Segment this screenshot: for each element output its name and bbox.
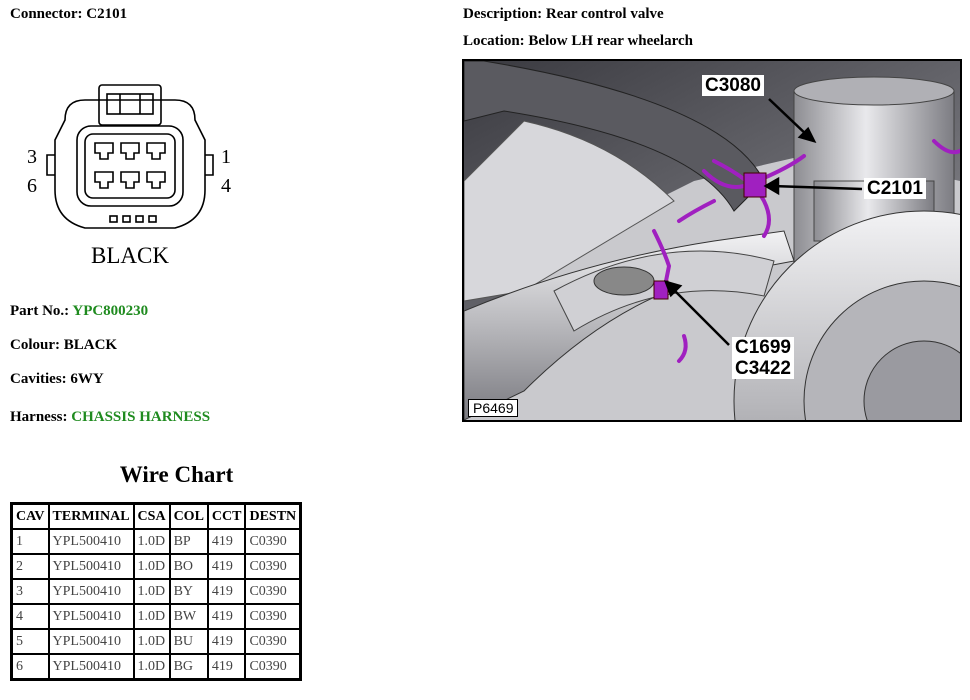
cell-csa: 1.0D xyxy=(132,628,171,655)
cell-col: BW xyxy=(168,603,209,630)
part-no-link[interactable]: YPC800230 xyxy=(72,303,149,319)
cell-col: BY xyxy=(168,578,209,605)
callout-c1699: C1699 xyxy=(732,337,794,358)
pin-label-6: 6 xyxy=(27,175,37,197)
colour-value: BLACK xyxy=(63,337,118,353)
cavity-row-bottom xyxy=(94,171,166,189)
cavities-line: Cavities: 6WY xyxy=(10,371,104,388)
cell-csa: 1.0D xyxy=(132,553,171,580)
connector-outer-housing xyxy=(54,99,206,229)
callout-c2101: C2101 xyxy=(864,178,926,199)
cell-col: BP xyxy=(168,528,209,555)
cell-col: BG xyxy=(168,653,209,681)
cavities-label: Cavities: xyxy=(10,371,67,387)
cavities-value: 6WY xyxy=(70,371,104,387)
cell-destn: C0390 xyxy=(244,528,302,555)
pin-label-3: 3 xyxy=(27,146,37,168)
cell-csa: 1.0D xyxy=(132,653,171,681)
connector-latch xyxy=(98,84,162,126)
location-photo-illustration xyxy=(464,61,960,420)
col-header-col: COL xyxy=(168,502,209,530)
table-row: 4 YPL500410 1.0D BW 419 C0390 xyxy=(10,603,302,630)
cell-cav: 3 xyxy=(10,578,50,605)
cell-cct: 419 xyxy=(206,653,247,681)
table-row: 2 YPL500410 1.0D BO 419 C0390 xyxy=(10,553,302,580)
harness-line: Harness: CHASSIS HARNESS xyxy=(10,409,210,426)
cell-col: BO xyxy=(168,553,209,580)
harness-label: Harness: xyxy=(10,409,68,425)
table-header-row: CAV TERMINAL CSA COL CCT DESTN xyxy=(10,502,302,530)
cell-terminal: YPL500410 xyxy=(47,553,135,580)
cell-cct: 419 xyxy=(206,628,247,655)
cell-destn: C0390 xyxy=(244,653,302,681)
connector-value: C2101 xyxy=(86,6,128,22)
cell-terminal: YPL500410 xyxy=(47,628,135,655)
connector-line: Connector: C2101 xyxy=(10,6,127,23)
col-header-csa: CSA xyxy=(132,502,171,530)
part-no-line: Part No.: YPC800230 xyxy=(10,303,148,320)
wire-chart-table: CAV TERMINAL CSA COL CCT DESTN 1 YPL5004… xyxy=(10,502,303,681)
cell-terminal: YPL500410 xyxy=(47,653,135,681)
cell-cct: 419 xyxy=(206,603,247,630)
cell-cav: 1 xyxy=(10,528,50,555)
cell-col: BU xyxy=(168,628,209,655)
callout-c3422: C3422 xyxy=(732,358,794,379)
cell-destn: C0390 xyxy=(244,578,302,605)
cell-csa: 1.0D xyxy=(132,603,171,630)
cavity-row-top xyxy=(94,142,166,160)
cell-terminal: YPL500410 xyxy=(47,528,135,555)
cell-terminal: YPL500410 xyxy=(47,578,135,605)
cell-cct: 419 xyxy=(206,553,247,580)
connector-colour-text: BLACK xyxy=(91,243,169,268)
cell-destn: C0390 xyxy=(244,628,302,655)
cell-destn: C0390 xyxy=(244,553,302,580)
cell-terminal: YPL500410 xyxy=(47,603,135,630)
col-header-terminal: TERMINAL xyxy=(47,502,135,530)
location-photo: C3080 C2101 C1699 C3422 P6469 xyxy=(462,59,962,422)
table-row: 5 YPL500410 1.0D BU 419 C0390 xyxy=(10,628,302,655)
col-header-cct: CCT xyxy=(206,502,247,530)
description-value: Rear control valve xyxy=(545,6,664,22)
cell-cct: 419 xyxy=(206,578,247,605)
colour-label: Colour: xyxy=(10,337,60,353)
cell-csa: 1.0D xyxy=(132,528,171,555)
connector-face-diagram: 3 6 1 4 BLACK xyxy=(27,84,231,268)
connector-label: Connector: xyxy=(10,6,83,22)
cell-cct: 419 xyxy=(206,528,247,555)
pin-label-1: 1 xyxy=(221,146,231,168)
figure-id: P6469 xyxy=(468,399,519,417)
pin-label-4: 4 xyxy=(221,175,231,197)
connector-inner-body xyxy=(76,125,184,207)
table-row: 3 YPL500410 1.0D BY 419 C0390 xyxy=(10,578,302,605)
harness-link[interactable]: CHASSIS HARNESS xyxy=(71,409,211,425)
cell-cav: 5 xyxy=(10,628,50,655)
cell-cav: 6 xyxy=(10,653,50,681)
description-label: Description: xyxy=(463,6,543,22)
location-value: Below LH rear wheelarch xyxy=(528,33,693,49)
table-row: 1 YPL500410 1.0D BP 419 C0390 xyxy=(10,528,302,555)
cell-cav: 2 xyxy=(10,553,50,580)
part-no-label: Part No.: xyxy=(10,303,70,319)
cell-destn: C0390 xyxy=(244,603,302,630)
table-row: 6 YPL500410 1.0D BG 419 C0390 xyxy=(10,653,302,681)
location-line: Location: Below LH rear wheelarch xyxy=(463,33,693,50)
callout-c3080: C3080 xyxy=(702,75,764,96)
description-line: Description: Rear control valve xyxy=(463,6,664,23)
cell-csa: 1.0D xyxy=(132,578,171,605)
location-label: Location: xyxy=(463,33,525,49)
col-header-destn: DESTN xyxy=(244,502,302,530)
wire-chart-title: Wire Chart xyxy=(119,462,234,487)
col-header-cav: CAV xyxy=(10,502,50,530)
colour-line: Colour: BLACK xyxy=(10,337,117,354)
cell-cav: 4 xyxy=(10,603,50,630)
